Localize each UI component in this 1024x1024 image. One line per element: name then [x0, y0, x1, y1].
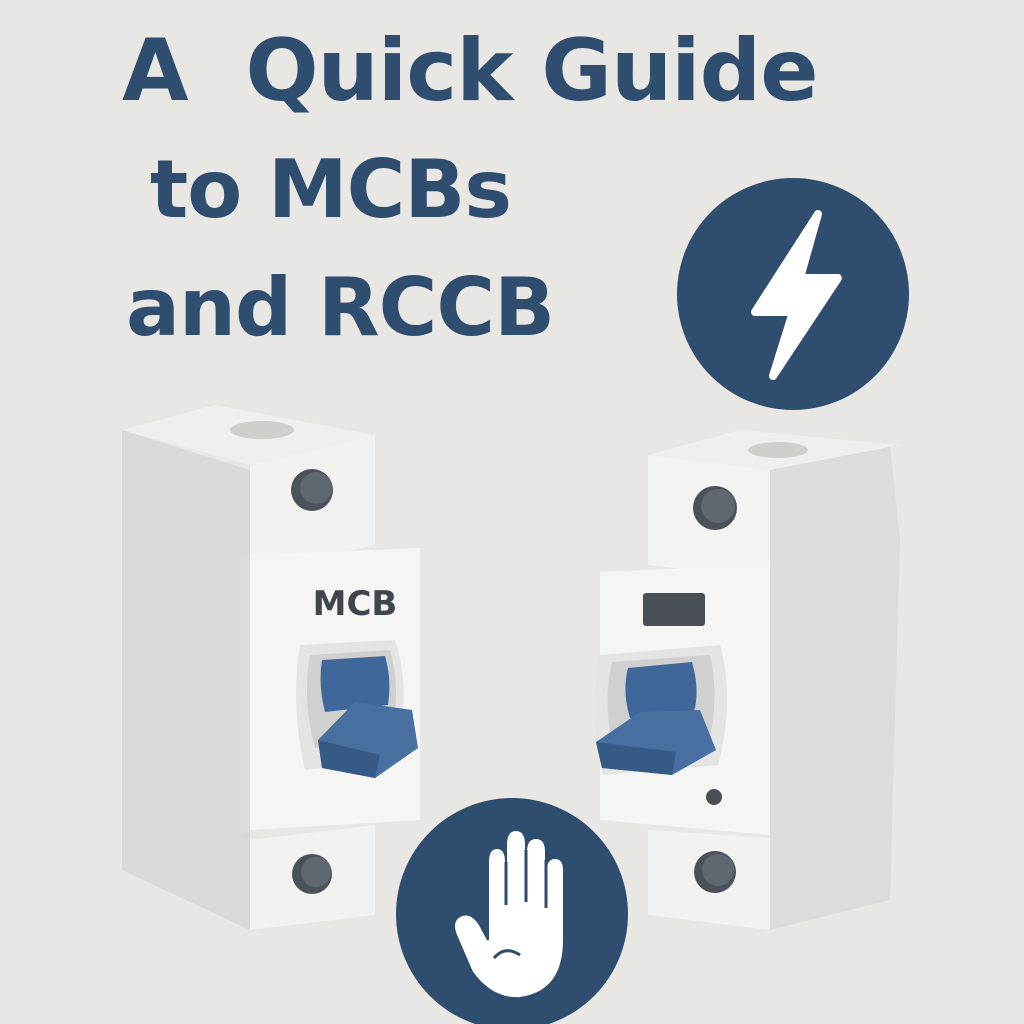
title-line-3: and RCCB [126, 261, 555, 354]
rccb-test-dot [706, 789, 722, 805]
mcb-toggle [318, 656, 418, 778]
title-line-1: A Quick Guide [122, 21, 819, 121]
lightning-bolt-icon [677, 178, 909, 410]
mcb-label: MCB [313, 584, 398, 624]
mcb-device: MCB [122, 405, 420, 930]
title-line-2: to MCBs [150, 143, 512, 236]
rccb-indicator-window [643, 593, 705, 626]
hand-stop-icon [396, 798, 628, 1024]
rccb-device [594, 430, 900, 930]
rccb-toggle [596, 662, 716, 775]
